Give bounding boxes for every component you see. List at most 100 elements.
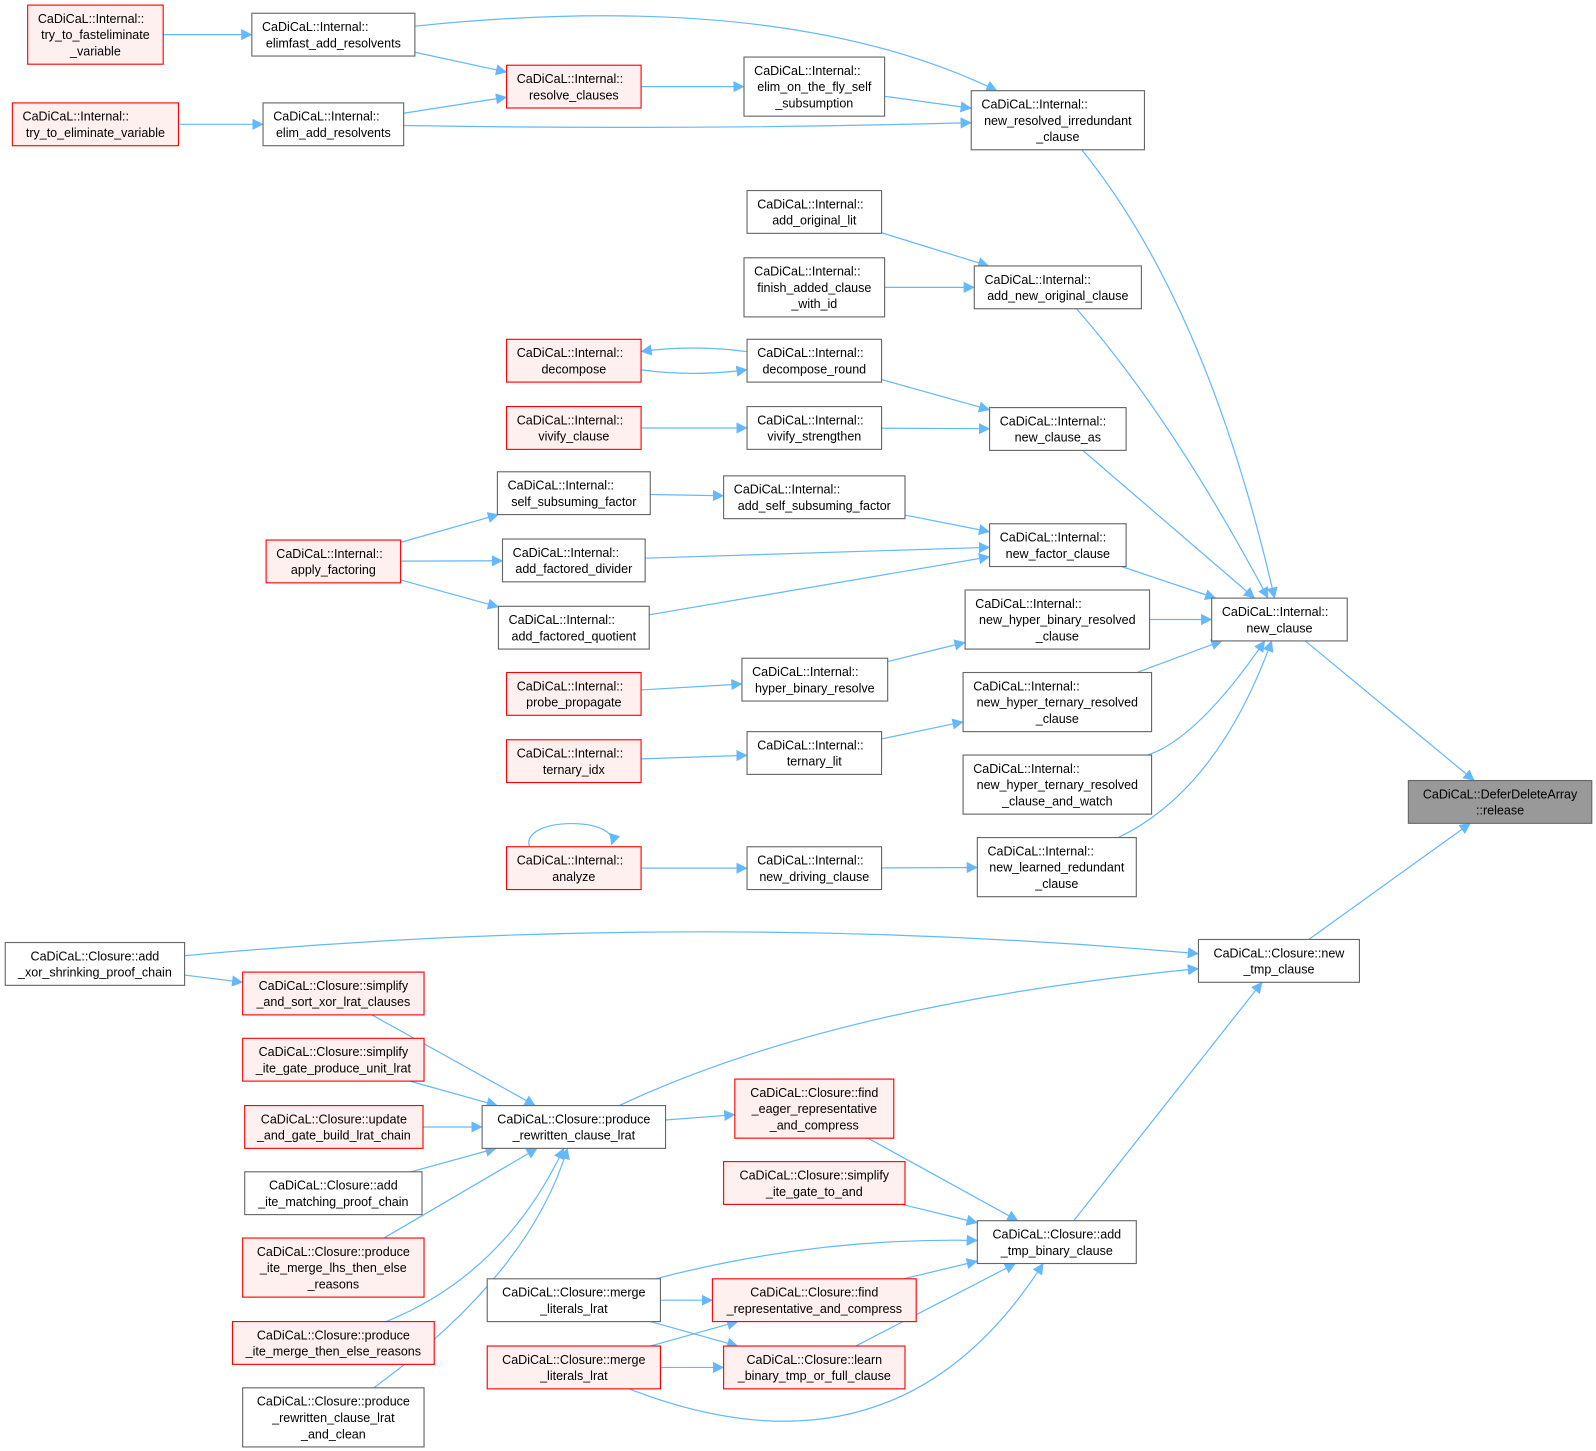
function-node[interactable]: CaDiCaL::Internal::add_new_original_clau… — [973, 265, 1142, 310]
node-box — [964, 589, 1151, 650]
function-node[interactable]: CaDiCaL::Internal::new_learned_redundant… — [976, 837, 1137, 898]
function-node[interactable]: CaDiCaL::Internal::new_clause_as — [989, 407, 1127, 451]
function-node[interactable]: CaDiCaL::Internal::finish_added_clause_w… — [743, 257, 886, 318]
focus-function-node[interactable]: CaDiCaL::DeferDeleteArray::release — [1407, 779, 1593, 824]
node-label-line: CaDiCaL::Internal:: — [517, 679, 623, 693]
node-label-line: elim_on_the_fly_self — [757, 80, 872, 94]
node-box — [723, 1345, 906, 1390]
node-box — [989, 407, 1127, 451]
node-label-line: CaDiCaL::Closure::new — [1214, 946, 1346, 960]
node-box — [251, 12, 416, 57]
function-node[interactable]: CaDiCaL::Internal::hyper_binary_resolve — [741, 657, 889, 702]
node-box — [743, 257, 886, 318]
function-node[interactable]: CaDiCaL::Closure::add_xor_shrinking_proo… — [4, 941, 186, 986]
function-node[interactable]: CaDiCaL::Internal::vivify_strengthen — [746, 406, 883, 450]
node-box — [734, 1078, 895, 1139]
function-node[interactable]: CaDiCaL::Internal::add_factored_quotient — [497, 605, 650, 650]
node-label-line: probe_propagate — [526, 696, 621, 710]
node-label-line: add_new_original_clause — [987, 289, 1128, 303]
function-node[interactable]: CaDiCaL::Closure::find_eager_representat… — [734, 1078, 895, 1139]
function-node[interactable]: CaDiCaL::Closure::simplify_ite_gate_prod… — [242, 1037, 425, 1082]
call-edge — [884, 95, 972, 113]
call-edge — [641, 678, 743, 691]
call-edge — [400, 579, 499, 610]
node-label-line: CaDiCaL::Internal:: — [276, 547, 382, 561]
function-node[interactable]: CaDiCaL::Internal::resolve_clauses — [506, 64, 642, 109]
function-node[interactable]: CaDiCaL::Internal::new_hyper_binary_reso… — [964, 589, 1151, 650]
node-label-line: elim_add_resolvents — [276, 126, 391, 140]
node-label-line: CaDiCaL::Internal:: — [734, 483, 840, 497]
node-label-line: add_factored_divider — [515, 562, 632, 576]
function-node[interactable]: CaDiCaL::Closure::merge_literals_lrat — [486, 1278, 662, 1323]
function-node[interactable]: CaDiCaL::Closure::new_tmp_clause — [1197, 938, 1361, 983]
node-label-line: _ite_matching_proof_chain — [257, 1195, 408, 1209]
function-node[interactable]: CaDiCaL::Internal::ternary_lit — [746, 731, 883, 775]
call-edge — [640, 365, 748, 377]
node-label-line: CaDiCaL::Internal:: — [1000, 531, 1106, 545]
node-box — [962, 754, 1153, 815]
node-label-line: analyze — [552, 870, 595, 884]
call-edge — [881, 232, 990, 269]
function-node[interactable]: CaDiCaL::Closure::produce_ite_merge_lhs_… — [242, 1237, 425, 1298]
call-edge — [650, 489, 725, 502]
function-node[interactable]: CaDiCaL::Closure::simplify_and_sort_xor_… — [242, 971, 425, 1016]
node-box — [486, 1345, 662, 1390]
function-node[interactable]: CaDiCaL::Closure::merge_literals_lrat — [486, 1345, 662, 1390]
function-node[interactable]: CaDiCaL::Internal::elim_on_the_fly_self_… — [743, 56, 886, 117]
function-node[interactable]: CaDiCaL::Internal::new_driving_clause — [746, 846, 883, 891]
function-node[interactable]: CaDiCaL::Internal::new_clause — [1211, 597, 1348, 642]
function-node[interactable]: CaDiCaL::Closure::add_tmp_binary_clause — [976, 1220, 1137, 1265]
function-node[interactable]: CaDiCaL::Internal::probe_propagate — [506, 671, 642, 716]
function-node[interactable]: CaDiCaL::Internal::decompose — [506, 338, 642, 383]
node-box — [486, 1278, 662, 1323]
function-node[interactable]: CaDiCaL::Closure::produce_ite_merge_then… — [231, 1321, 435, 1365]
node-label-line: _rewritten_clause_lrat — [512, 1129, 636, 1143]
function-node[interactable]: CaDiCaL::Closure::add_ite_matching_proof… — [244, 1171, 423, 1216]
node-label-line: new_factor_clause — [1006, 547, 1110, 561]
function-node[interactable]: CaDiCaL::Closure::produce_rewritten_clau… — [242, 1387, 425, 1448]
function-node[interactable]: CaDiCaL::Internal::vivify_clause — [506, 406, 642, 450]
node-box — [741, 657, 889, 702]
node-label-line: _with_id — [790, 297, 837, 311]
function-node[interactable]: CaDiCaL::Closure::simplify_ite_gate_to_a… — [723, 1161, 906, 1205]
function-node[interactable]: CaDiCaL::Internal::elim_add_resolvents — [262, 102, 405, 147]
call-edge — [867, 1137, 1019, 1222]
function-node[interactable]: CaDiCaL::Closure::update_and_gate_build_… — [244, 1105, 424, 1149]
function-node[interactable]: CaDiCaL::Internal::decompose_round — [746, 338, 883, 383]
function-node[interactable]: CaDiCaL::Closure::find_representative_an… — [711, 1278, 917, 1323]
call-edge — [619, 964, 1200, 1107]
function-node[interactable]: CaDiCaL::Internal::add_self_subsuming_fa… — [723, 475, 906, 520]
node-label-line: ternary_lit — [787, 755, 842, 769]
function-node[interactable]: CaDiCaL::Internal::new_hyper_ternary_res… — [962, 671, 1153, 733]
function-node[interactable]: CaDiCaL::Internal::self_subsuming_factor — [496, 471, 651, 516]
function-node[interactable]: CaDiCaL::Internal::new_factor_clause — [989, 523, 1127, 568]
call-edge — [887, 639, 966, 663]
node-label-line: _tmp_binary_clause — [1000, 1244, 1113, 1258]
node-box — [711, 1278, 917, 1323]
function-node[interactable]: CaDiCaL::Internal::new_hyper_ternary_res… — [962, 754, 1153, 815]
function-node[interactable]: CaDiCaL::Internal::new_resolved_irredund… — [970, 90, 1146, 151]
function-node[interactable]: CaDiCaL::Internal::try_to_eliminate_vari… — [11, 102, 180, 147]
node-label-line: CaDiCaL::Closure::produce — [257, 1328, 410, 1342]
node-label-line: CaDiCaL::Internal:: — [517, 413, 623, 427]
function-node[interactable]: CaDiCaL::Internal::add_factored_divider — [501, 538, 646, 583]
node-label-line: CaDiCaL::Internal:: — [517, 72, 623, 86]
function-node[interactable]: CaDiCaL::Internal::ternary_idx — [506, 739, 642, 784]
function-node[interactable]: CaDiCaL::Internal::try_to_fasteliminate_… — [27, 4, 164, 65]
call-edge — [403, 93, 508, 114]
call-edge — [371, 1014, 536, 1107]
node-box — [746, 846, 883, 891]
node-label-line: vivify_clause — [538, 430, 609, 444]
function-node[interactable]: CaDiCaL::Internal::apply_factoring — [265, 539, 402, 584]
function-node[interactable]: CaDiCaL::Closure::produce_rewritten_clau… — [481, 1105, 667, 1149]
function-node[interactable]: CaDiCaL::Internal::add_original_lit — [746, 189, 883, 234]
node-box — [27, 4, 164, 65]
node-box — [242, 971, 425, 1016]
node-label-line: _representative_and_compress — [726, 1302, 902, 1316]
function-node[interactable]: CaDiCaL::Internal::analyze — [506, 846, 642, 891]
node-label-line: CaDiCaL::Internal:: — [757, 854, 863, 868]
node-label-line: CaDiCaL::Closure::simplify — [259, 979, 409, 993]
function-node[interactable]: CaDiCaL::Closure::learn_binary_tmp_or_fu… — [723, 1345, 906, 1390]
function-node[interactable]: CaDiCaL::Internal::elimfast_add_resolven… — [251, 12, 416, 57]
node-label-line: _eager_representative — [751, 1102, 877, 1116]
